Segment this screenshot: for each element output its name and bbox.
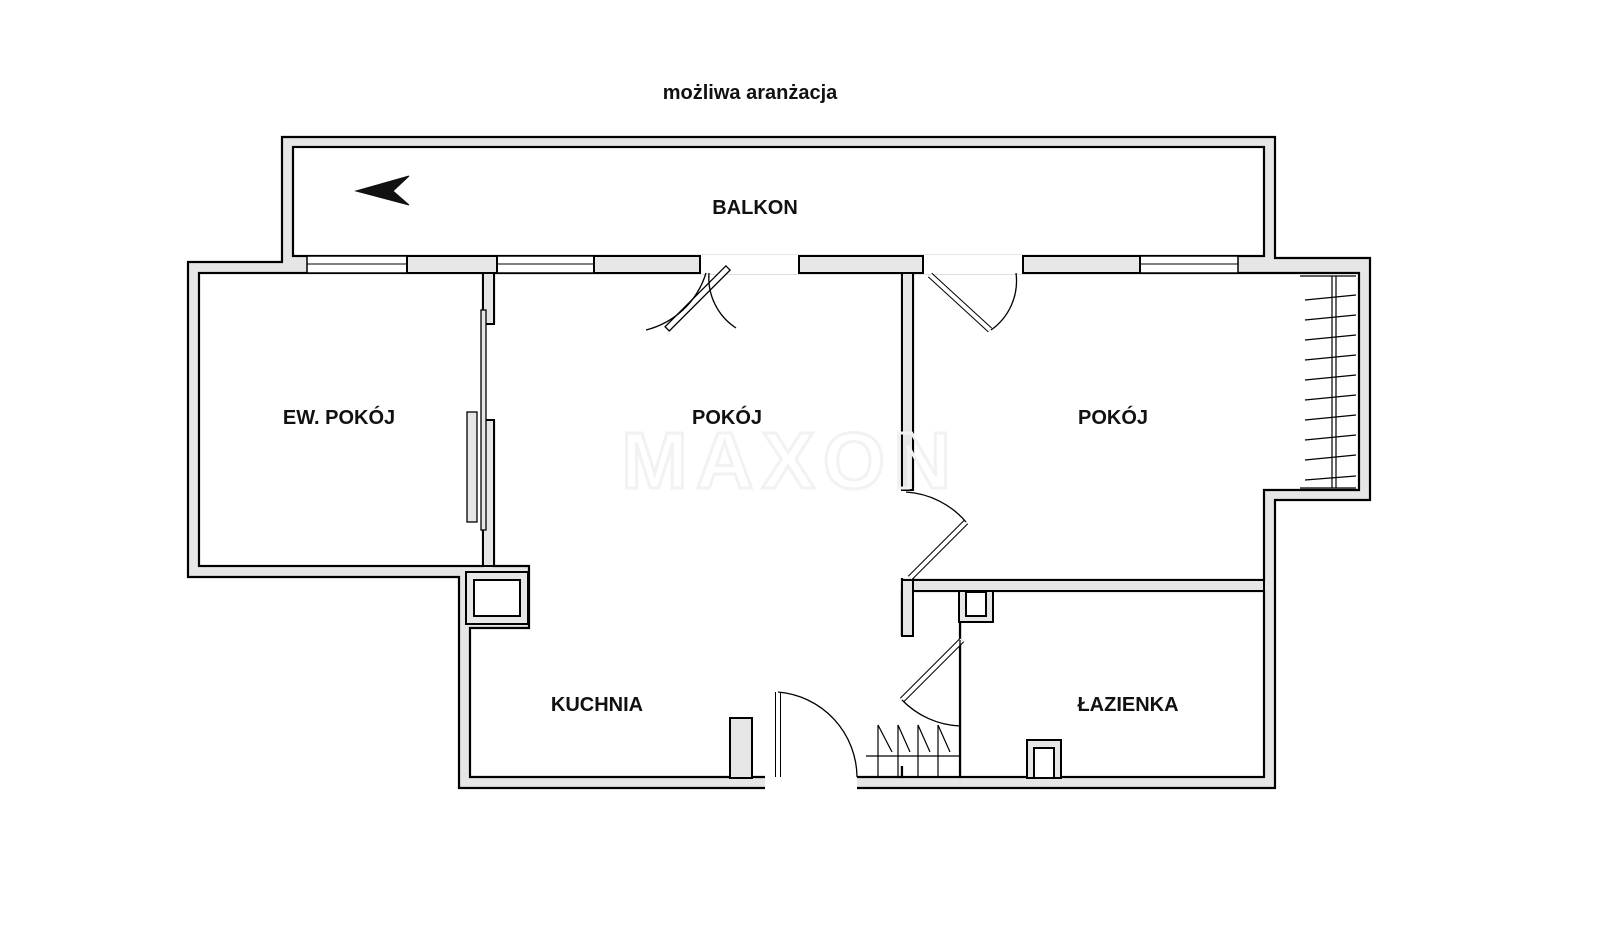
wall-seg-lazienka-top [912, 579, 1265, 592]
wall-seg-4 [1022, 255, 1141, 274]
bathroom-shaft-inner [965, 591, 987, 617]
door-balcony-right [927, 272, 1018, 333]
sliding-door-panel-2 [466, 411, 478, 523]
label-lazienka: ŁAZIENKA [1077, 694, 1178, 716]
sliding-door-panel-1 [480, 309, 487, 531]
wall-seg-3 [798, 255, 924, 274]
wall-seg-ew-top [482, 272, 495, 325]
kitchen-column [729, 717, 753, 779]
door-room-to-room [905, 491, 969, 581]
label-ew-pokoj: EW. POKÓJ [283, 405, 395, 429]
label-kuchnia: KUCHNIA [551, 694, 643, 716]
kitchen-shaft-inner [473, 579, 521, 617]
room-lazienka [958, 589, 1266, 779]
wall-seg-2 [593, 255, 701, 274]
balcony-area [291, 145, 1266, 258]
door-entrance [775, 691, 858, 778]
bathroom-chimney-inner [1033, 747, 1055, 779]
wall-seg-1 [406, 255, 498, 274]
wall-seg-hall [901, 579, 914, 637]
room-pokoj-kuchnia [468, 271, 904, 779]
wardrobe [1300, 275, 1357, 489]
label-pokoj-center: POKÓJ [692, 405, 762, 429]
wall-seg-center-v [901, 272, 914, 491]
plan-title: możliwa aranżacja [662, 82, 838, 104]
watermark: MAXON [621, 416, 959, 505]
stairs [866, 724, 960, 777]
door-hallway [899, 637, 965, 770]
door-balcony-center [645, 264, 737, 332]
label-balkon: BALKON [712, 197, 798, 219]
label-pokoj-right: POKÓJ [1078, 405, 1148, 429]
north-arrow-icon [354, 175, 410, 206]
